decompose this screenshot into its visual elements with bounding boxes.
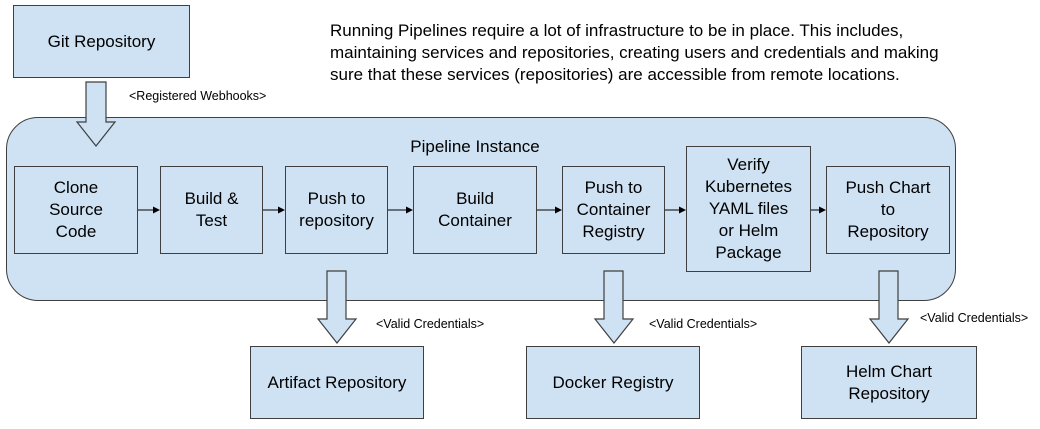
step-build-container: Build Container	[413, 166, 537, 254]
step-build-test: Build & Test	[160, 166, 263, 254]
webhook-label: <Registered Webhooks>	[129, 89, 267, 103]
valid-credentials-label: <Valid Credentials>	[649, 317, 758, 331]
artifact-repository-box: Artifact Repository	[250, 346, 424, 419]
docker-block-arrow	[593, 270, 635, 344]
helm-block-arrow	[868, 270, 910, 344]
step-push-to-container-registry: Push to Container Registry	[562, 166, 665, 254]
webhook-block-arrow	[75, 81, 117, 147]
artifact-block-arrow	[316, 270, 358, 344]
pipeline-title: Pipeline Instance	[410, 137, 540, 156]
description-text: Running Pipelines require a lot of infra…	[330, 21, 939, 84]
valid-credentials-label: <Valid Credentials>	[376, 317, 485, 331]
step-push-chart: Push Chart to Repository	[826, 166, 950, 254]
step-verify-kubernetes: Verify Kubernetes YAML files or Helm Pac…	[686, 146, 811, 272]
git-repository-box: Git Repository	[13, 5, 190, 78]
step-clone-source-code: Clone Source Code	[14, 166, 138, 254]
helm-chart-repository-box: Helm Chart Repository	[801, 346, 977, 419]
docker-registry-box: Docker Registry	[526, 346, 700, 419]
step-push-to-repository: Push to repository	[285, 166, 388, 254]
valid-credentials-label: <Valid Credentials>	[920, 311, 1029, 325]
